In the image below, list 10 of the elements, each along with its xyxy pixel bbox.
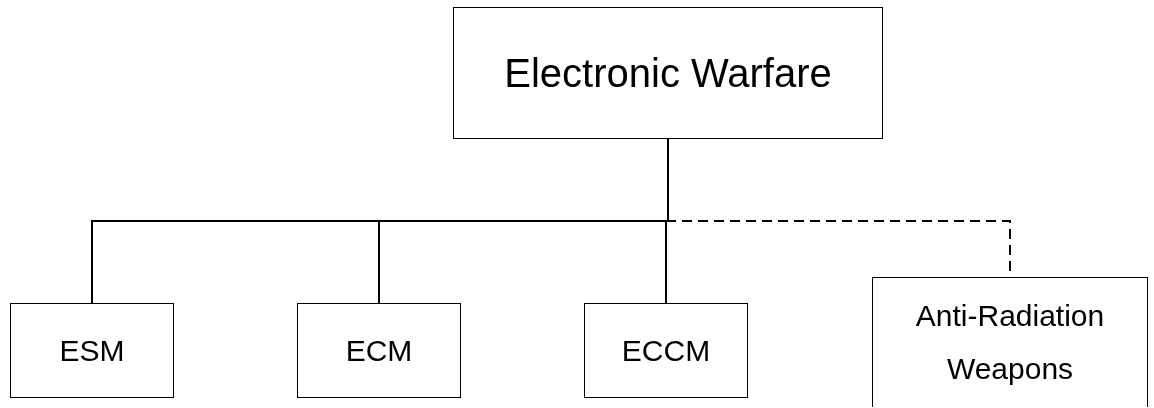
- process-box: [872, 277, 1148, 407]
- node-label: Anti-Radiation Weapons: [914, 298, 1106, 387]
- process-box: [584, 303, 748, 398]
- node-label: Electronic Warfare: [504, 50, 832, 96]
- process-box: [453, 7, 883, 139]
- node-label: ESM: [59, 333, 125, 368]
- node-label: ECM: [345, 333, 413, 368]
- process-box: [297, 303, 461, 398]
- node-label: ECCM: [621, 333, 711, 368]
- process-box: [10, 303, 174, 398]
